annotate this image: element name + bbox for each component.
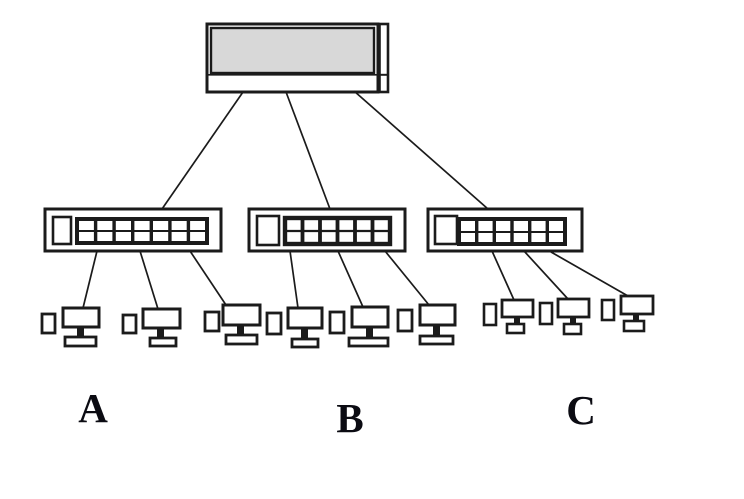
host-c3 <box>600 294 655 333</box>
host-b1-tower <box>265 311 283 336</box>
host-b1 <box>265 306 324 349</box>
host-a1-monitor <box>61 306 101 329</box>
host-c1-base <box>505 322 526 335</box>
host-c3-stand <box>633 314 639 321</box>
group-label-b: B <box>336 395 363 441</box>
host-b2-monitor <box>350 305 390 329</box>
host-c2-base <box>562 322 583 336</box>
switch-c-uplink-port <box>433 214 459 246</box>
host-a3 <box>203 303 262 346</box>
group-label-a: A <box>78 385 108 431</box>
host-c1-monitor <box>500 298 535 319</box>
host-c3-base <box>622 319 646 333</box>
host-c2 <box>538 297 591 336</box>
host-a2-monitor <box>141 307 182 330</box>
host-b1-monitor <box>286 306 324 330</box>
host-c2-monitor <box>556 297 591 319</box>
host-b2-stand <box>366 327 373 338</box>
host-a3-base <box>224 333 259 346</box>
switch-a <box>43 207 223 253</box>
uplink-root-switch-a <box>161 91 244 210</box>
host-a3-tower <box>203 310 221 333</box>
host-c2-stand <box>570 317 576 324</box>
host-b3-stand <box>433 325 440 336</box>
host-b1-base <box>290 337 320 349</box>
link-switch-c-host-1 <box>491 250 515 301</box>
switch-b <box>247 207 407 253</box>
core-device <box>205 22 390 94</box>
host-b1-stand <box>301 328 308 339</box>
host-a3-stand <box>237 325 244 335</box>
uplink-root-switch-c <box>353 90 489 210</box>
host-a1-tower <box>40 312 57 335</box>
switch-c <box>426 207 584 253</box>
host-a1 <box>40 306 101 348</box>
host-b2-base <box>347 336 390 348</box>
host-b3 <box>396 303 457 346</box>
host-c3-monitor <box>619 294 655 316</box>
host-a2-stand <box>157 328 164 338</box>
host-b3-base <box>418 334 455 346</box>
host-b3-tower <box>396 308 414 333</box>
link-switch-b-host-1 <box>289 250 299 309</box>
host-a2-tower <box>121 313 138 335</box>
link-switch-a-host-1 <box>82 250 98 309</box>
host-b2 <box>328 305 390 348</box>
host-a3-monitor <box>221 303 262 327</box>
core-device-panel <box>209 26 376 75</box>
host-c2-tower <box>538 301 554 326</box>
link-switch-c-host-2 <box>523 250 569 300</box>
link-switch-a-host-2 <box>139 250 159 310</box>
host-a2 <box>121 307 182 348</box>
host-c3-tower <box>600 298 616 322</box>
group-label-c: C <box>566 387 596 433</box>
switch-a-uplink-port <box>51 215 73 246</box>
host-a2-base <box>148 336 178 348</box>
host-c1 <box>482 298 535 335</box>
core-device-side-strip <box>378 22 390 94</box>
host-b2-tower <box>328 310 346 335</box>
host-a1-base <box>63 335 98 348</box>
host-a1-stand <box>77 327 84 337</box>
host-c1-tower <box>482 302 498 327</box>
host-c1-stand <box>514 317 520 324</box>
link-switch-b-host-3 <box>384 250 430 306</box>
switch-b-uplink-port <box>255 214 281 247</box>
link-switch-c-host-3 <box>550 251 629 297</box>
link-switch-a-host-3 <box>189 250 227 306</box>
link-switch-b-host-2 <box>337 250 364 308</box>
host-b3-monitor <box>418 303 457 327</box>
uplink-root-switch-b <box>285 91 331 210</box>
